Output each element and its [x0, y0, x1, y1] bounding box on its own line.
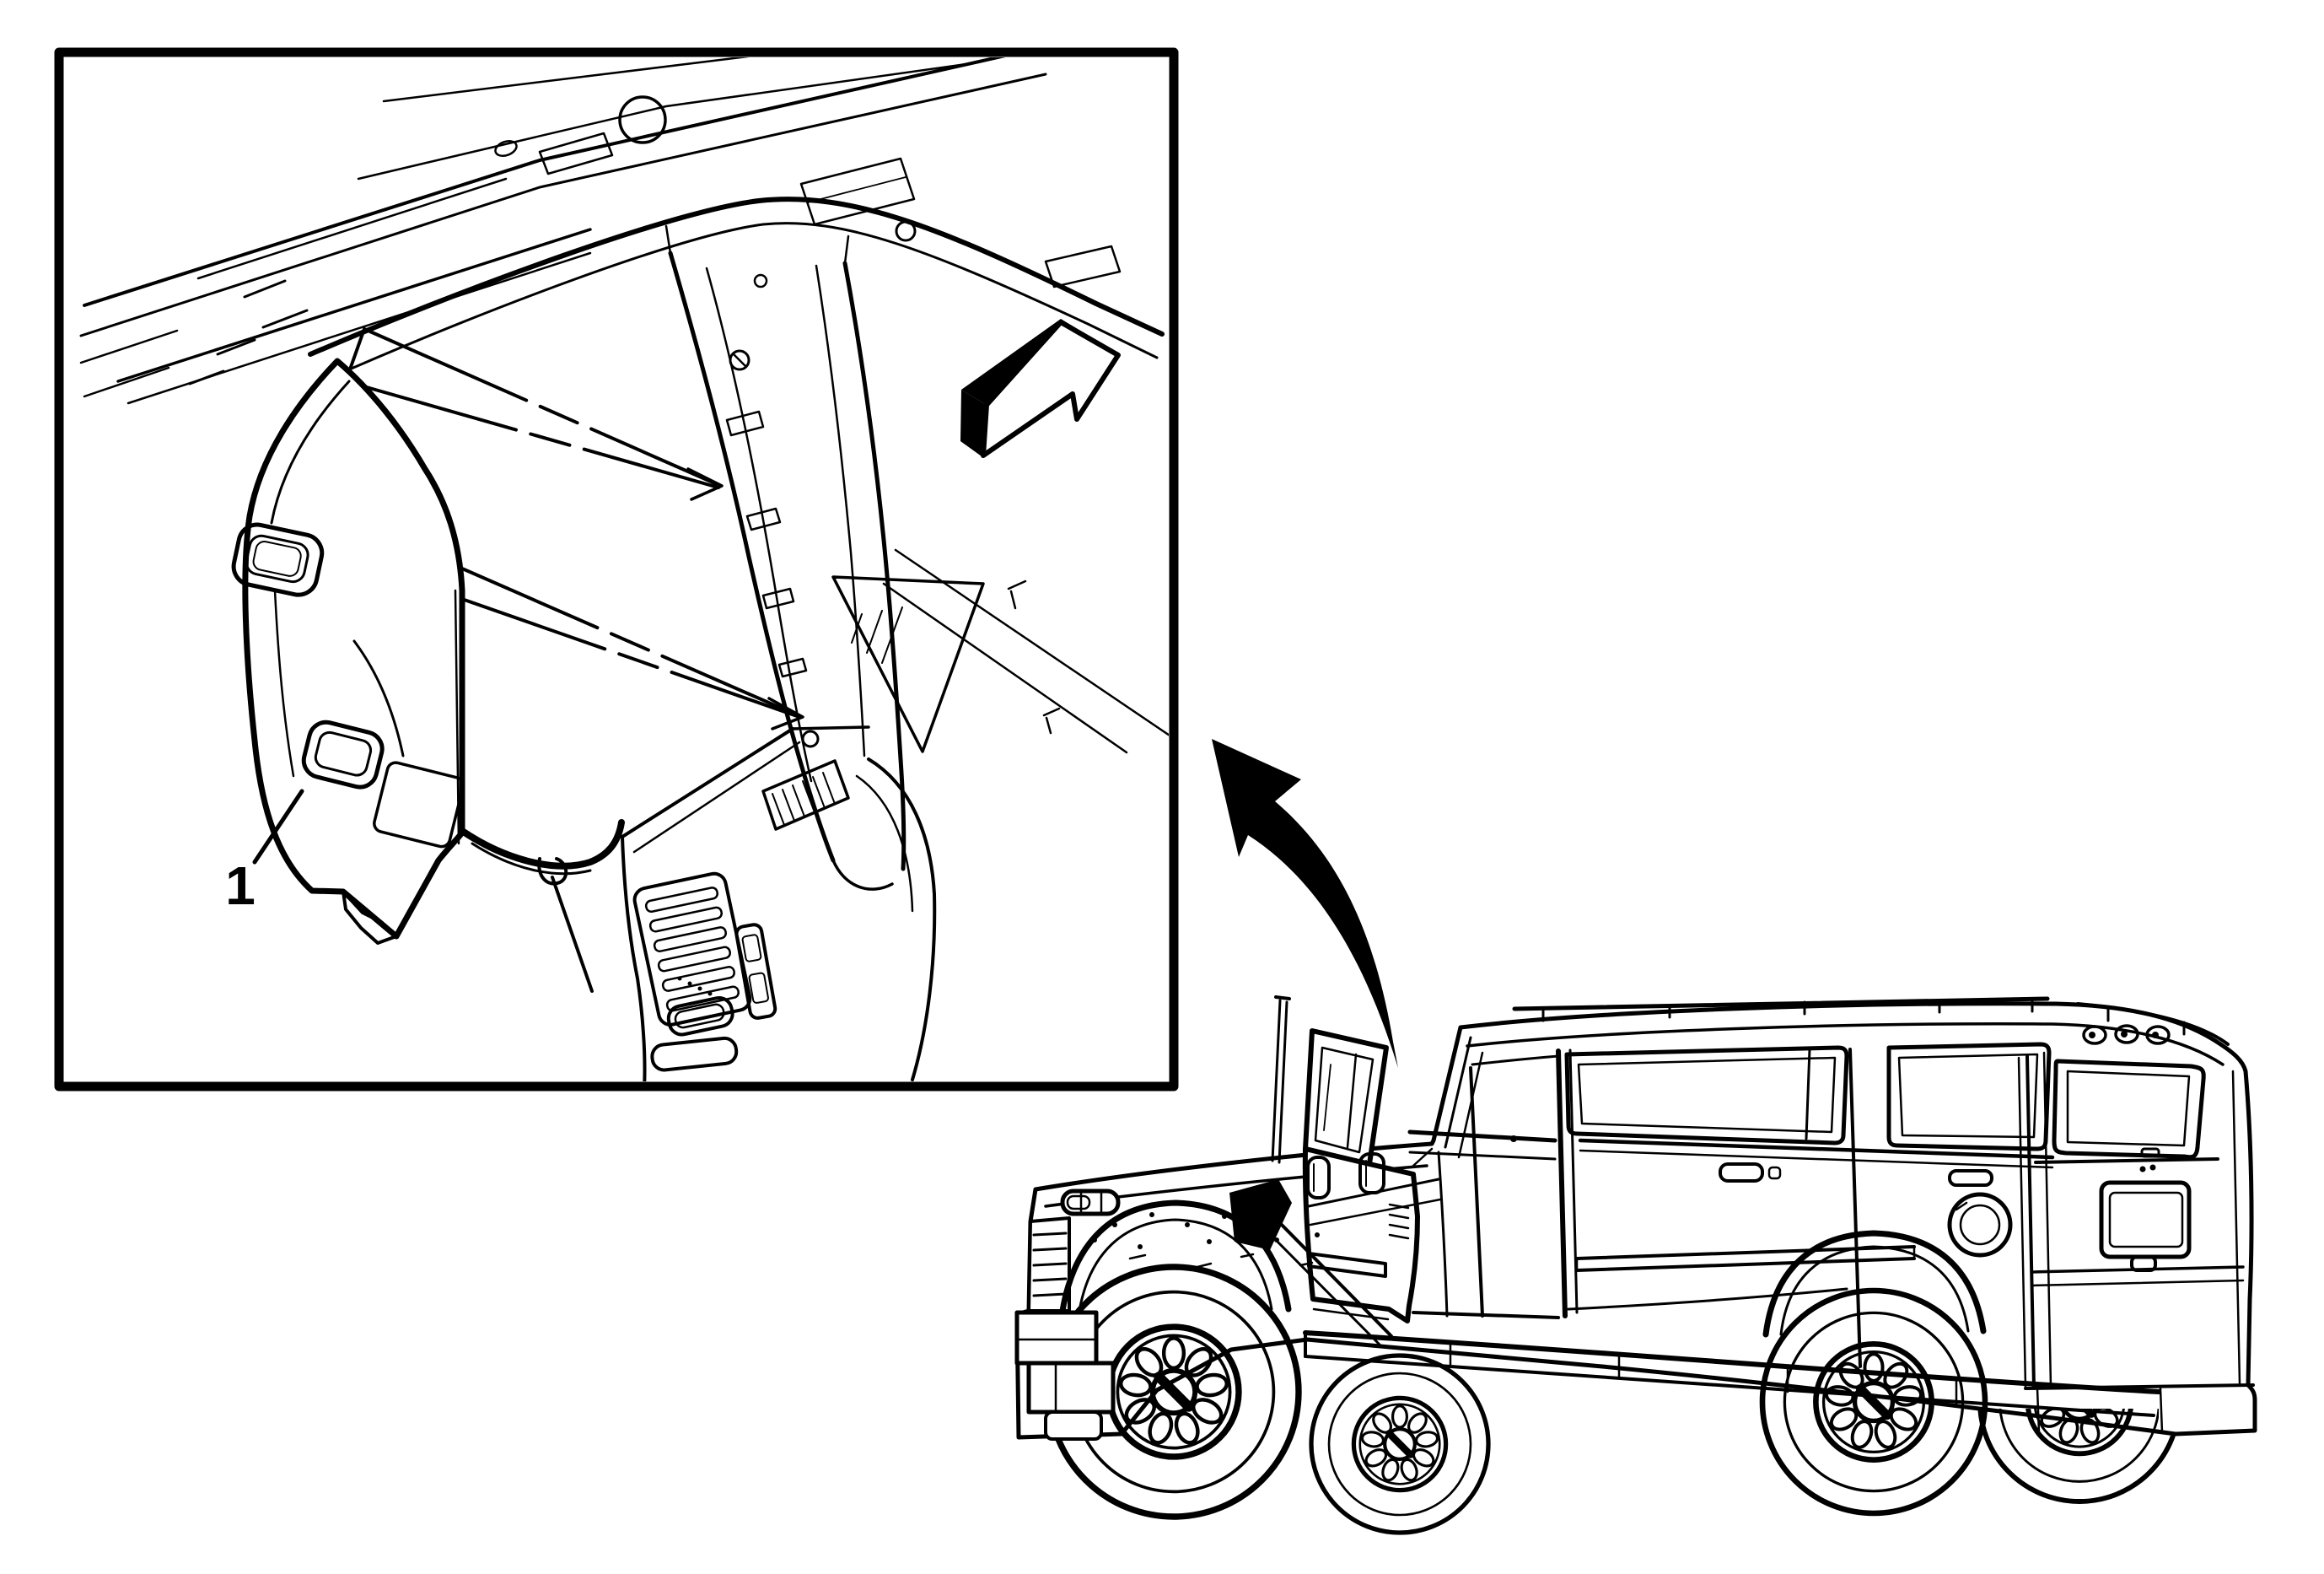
detail-box: 1: [54, 47, 1179, 1092]
door-window-frame: [1303, 1028, 1389, 1167]
front-bumper: [1014, 1310, 1116, 1441]
callout-1-label: 1: [225, 855, 256, 916]
headlamp: [1060, 1189, 1121, 1216]
curved-locator-arrow-icon: [1212, 739, 1398, 1068]
cowl-sill-illustration: [459, 819, 625, 993]
callout-1-leader-line: [252, 789, 304, 865]
roof-header-structure-illustration: [79, 57, 1165, 405]
ip-lower-trim: [650, 1036, 739, 1072]
detail-box-content: 1: [79, 57, 1169, 1081]
roof-marker-lights: [2082, 1024, 2171, 1045]
vehicle-illustration: [1014, 995, 2257, 1533]
callout-1: 1: [225, 789, 304, 916]
detail-box-border: [54, 47, 1179, 1092]
speaker-grille-mesh: [373, 761, 465, 849]
grab-pocket-lower: [301, 720, 385, 790]
under-hood-speckles: [1092, 1212, 1320, 1269]
windshield-corner-illustration: [831, 548, 1169, 754]
instrument-panel-illustration: [621, 725, 937, 1081]
side-mirror: [1229, 1179, 1393, 1348]
grab-pocket-upper: [231, 522, 325, 597]
front-grille: [1027, 1216, 1071, 1313]
side-step: [1303, 1330, 2161, 1417]
forward-direction-arrow-icon: [960, 319, 1121, 458]
ip-switch-plate: [734, 923, 777, 1020]
vehicle-body-silhouette: [1014, 1001, 2257, 1440]
alignment-wedge-pointers: [344, 327, 804, 730]
fender-flares: [1059, 1199, 1987, 1338]
far-front-wheel: [1311, 1356, 1488, 1533]
ip-pull-handle: [666, 995, 734, 1037]
